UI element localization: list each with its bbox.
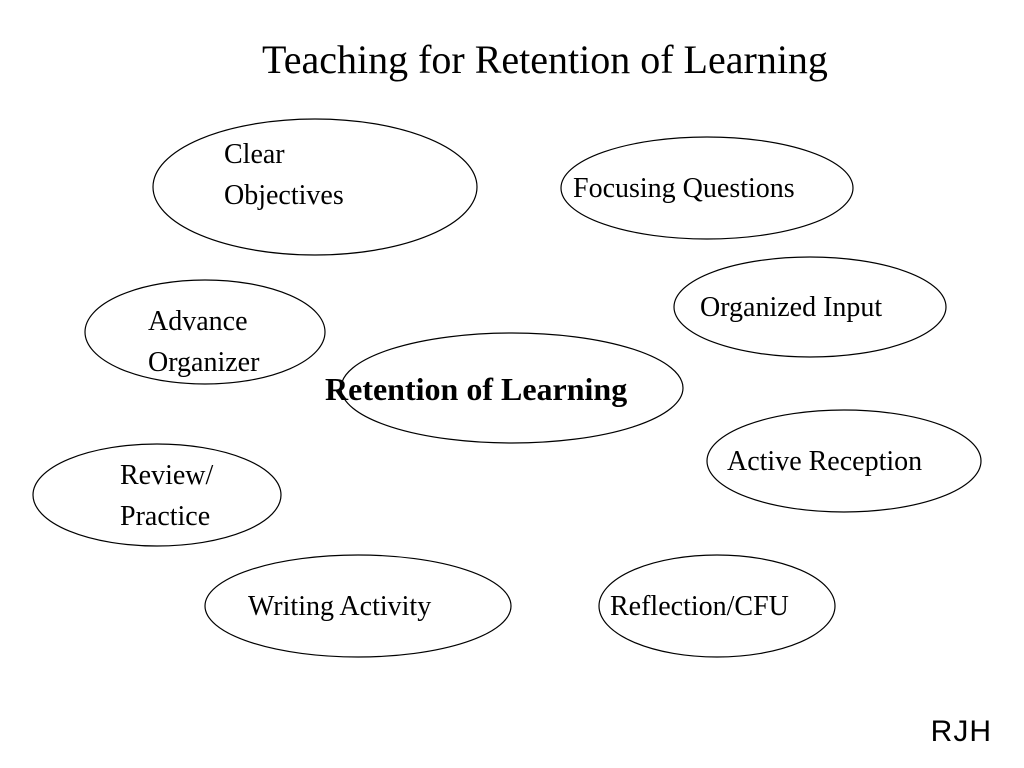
review-practice-label-line1: Review/ xyxy=(120,460,214,491)
writing-activity-ellipse xyxy=(204,554,512,658)
focusing-questions-label: Focusing Questions xyxy=(573,173,795,204)
clear-objectives-label-line2: Objectives xyxy=(224,180,344,211)
advance-organizer-label-line2: Organizer xyxy=(148,347,260,378)
clear-objectives-ellipse xyxy=(152,118,478,256)
page-title: Teaching for Retention of Learning xyxy=(262,37,828,82)
clear-objectives-label-line1: Clear xyxy=(224,139,285,170)
writing-activity-label: Writing Activity xyxy=(248,591,432,622)
advance-organizer-ellipse xyxy=(84,279,326,385)
reflection-cfu-ellipse xyxy=(598,554,836,658)
center-ellipse xyxy=(340,332,684,444)
reflection-cfu-label: Reflection/CFU xyxy=(610,591,789,622)
review-practice-label-line2: Practice xyxy=(120,501,211,532)
center-label: Retention of Learning xyxy=(325,371,628,407)
focusing-questions-ellipse xyxy=(560,136,854,240)
organized-input-label: Organized Input xyxy=(700,292,883,323)
advance-organizer-label-line1: Advance xyxy=(148,306,248,337)
organized-input-ellipse xyxy=(673,256,947,358)
active-reception-ellipse xyxy=(706,409,982,513)
author-signature: RJH xyxy=(930,715,992,748)
active-reception-label: Active Reception xyxy=(727,446,923,477)
review-practice-ellipse xyxy=(32,443,282,547)
